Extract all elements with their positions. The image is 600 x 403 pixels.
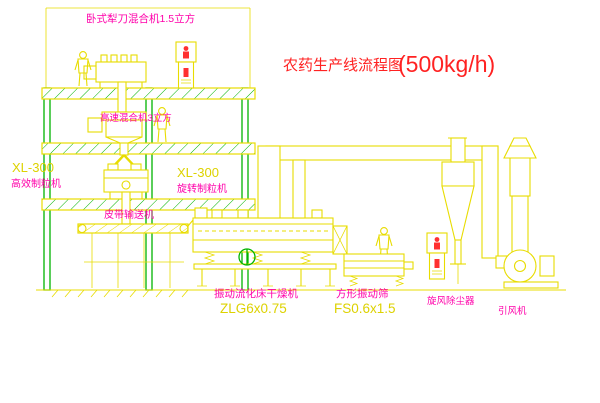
- label-mid-mixer: 高速混合机3立方: [100, 112, 172, 124]
- dryer-springs: [203, 251, 312, 265]
- cyclone: [441, 137, 475, 284]
- floor-slab: [41, 87, 256, 100]
- vibrating-screen: [332, 225, 414, 287]
- plow-mixer: [83, 54, 147, 113]
- label-screen-model: FS0.6x1.5: [334, 301, 396, 316]
- label-dryer-name: 振动流化床干燥机: [214, 287, 298, 300]
- fan-outlet-duct: [511, 195, 529, 253]
- label-granulator-left-model: XL-300: [12, 160, 54, 175]
- conveyor-legs: [91, 233, 171, 288]
- high-speed-mixer: [87, 111, 147, 156]
- label-granulator-mid-name: 旋转制粒机: [177, 182, 227, 195]
- discharge-pipe: [117, 81, 127, 113]
- mixer-motor: [87, 117, 103, 133]
- labels: 卧式犁刀混合机1.5立方 高速混合机3立方 XL-300 高效制粒机 XL-30…: [11, 12, 527, 317]
- title-capacity: (500kg/h): [398, 51, 495, 77]
- floor-slab: [41, 142, 256, 155]
- level-mark: [238, 248, 256, 266]
- belt-conveyor: [77, 212, 200, 288]
- induced-draft-fan: [481, 137, 559, 289]
- rain-cap: [503, 145, 537, 159]
- page-title: 农药生产线流程图 (500kg/h): [283, 51, 495, 77]
- downcomer-duct: [481, 145, 499, 259]
- dryer-legs: [201, 269, 331, 286]
- floor-slab: [41, 198, 256, 211]
- riser-duct: [292, 159, 306, 219]
- label-fan: 引风机: [498, 305, 527, 317]
- exhaust-stack: [509, 155, 531, 197]
- control-cabinet: [426, 232, 448, 280]
- label-cyclone: 旋风除尘器: [427, 295, 475, 307]
- fan-volute: [503, 249, 537, 283]
- fan-motor: [539, 255, 555, 277]
- discharge-pipe: [119, 142, 129, 156]
- label-top-mixer: 卧式犁刀混合机1.5立方: [86, 12, 195, 25]
- screen-outlet: [403, 261, 414, 270]
- label-screen-name: 方形振动筛: [336, 287, 389, 300]
- label-granulator-mid-model: XL-300: [177, 165, 219, 180]
- screen-springs: [348, 275, 405, 287]
- label-dryer-model: ZLG6x0.75: [220, 301, 287, 316]
- label-belt-conveyor: 皮带输送机: [104, 208, 154, 221]
- control-cabinet: [175, 41, 197, 89]
- label-granulator-left-name: 高效制粒机: [11, 177, 61, 190]
- ground: [36, 289, 566, 298]
- riser-duct: [257, 145, 281, 219]
- title-text: 农药生产线流程图: [283, 57, 403, 74]
- granulator: [103, 163, 149, 225]
- exhaust-ducting: [257, 145, 499, 219]
- fluid-bed-dryer: [192, 207, 337, 287]
